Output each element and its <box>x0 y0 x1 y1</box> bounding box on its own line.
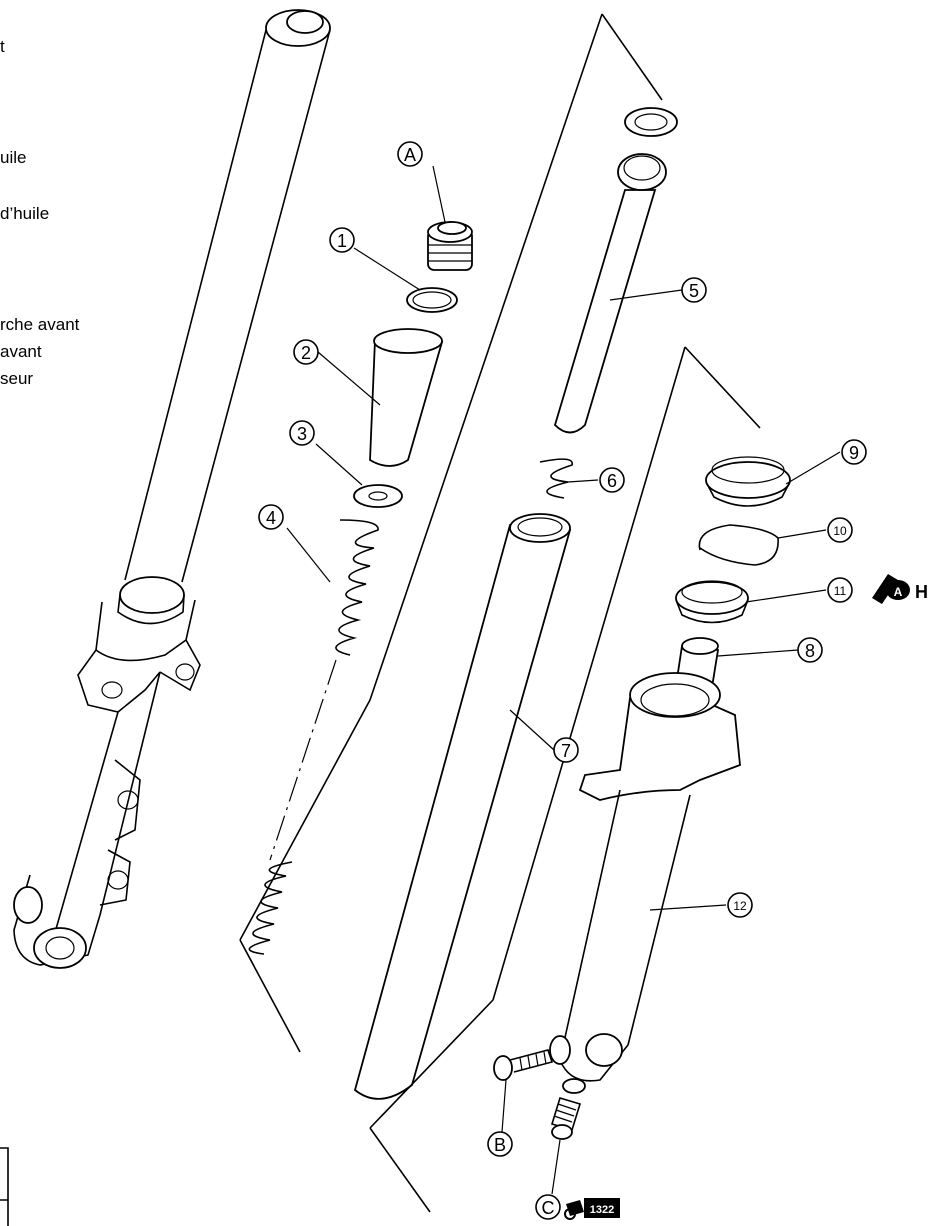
side-label-3: d’huile <box>0 204 50 223</box>
svg-text:11: 11 <box>834 584 847 598</box>
callout-7: 7 <box>553 737 579 763</box>
exploded-panel-outline <box>239 13 663 1053</box>
grease-icon-letter: A <box>894 585 903 599</box>
fork-spring <box>248 519 379 955</box>
rebound-spring <box>539 458 599 499</box>
svg-text:3: 3 <box>297 424 307 444</box>
outer-fork-tube <box>549 672 741 1082</box>
svg-text:C: C <box>542 1198 555 1218</box>
inner-fork-tube <box>353 513 572 1100</box>
side-label-6: seur <box>0 369 34 388</box>
callout-8: 8 <box>797 637 823 663</box>
svg-text:12: 12 <box>733 899 747 913</box>
copper-washer <box>562 1078 586 1094</box>
side-label-1: t <box>0 37 5 56</box>
svg-text:1: 1 <box>337 231 347 251</box>
svg-text:2: 2 <box>301 343 311 363</box>
callout-3: 3 <box>289 420 315 446</box>
svg-text:5: 5 <box>689 281 699 301</box>
assembled-fork-leg <box>13 9 331 969</box>
grease-icon-suffix: H <box>915 582 928 602</box>
callout-11: 11 <box>827 577 853 603</box>
callout-1: 1 <box>329 227 355 253</box>
table-corner <box>0 1147 9 1226</box>
side-label-5: avant <box>0 342 42 361</box>
callout-b: B <box>487 1131 513 1157</box>
svg-text:4: 4 <box>266 508 276 528</box>
svg-text:10: 10 <box>833 524 847 538</box>
callout-10: 10 <box>827 517 853 543</box>
callout-9: 9 <box>841 439 867 465</box>
callout-2: 2 <box>293 339 319 365</box>
svg-text:B: B <box>494 1135 506 1155</box>
oil-seal-clip <box>698 524 827 566</box>
threadlock-icon: 1322 <box>564 1198 620 1220</box>
drain-bolt-c <box>550 1097 582 1195</box>
side-label-4: rche avant <box>0 315 80 334</box>
svg-text:A: A <box>404 145 416 165</box>
callout-a: A <box>397 141 423 167</box>
callout-c: C <box>535 1194 561 1220</box>
damper-rod <box>553 107 683 434</box>
threadlock-icon-code: 1322 <box>590 1204 614 1216</box>
callout-6: 6 <box>599 467 625 493</box>
cap-bolt-a <box>427 165 473 271</box>
side-label-2: uile <box>0 148 27 167</box>
svg-text:6: 6 <box>607 471 617 491</box>
callout-12: 12 <box>727 892 753 918</box>
svg-text:8: 8 <box>805 641 815 661</box>
right-panel-outline <box>369 346 761 1213</box>
grease-icon: A H <box>872 574 928 604</box>
damper-rod-bolt-b <box>493 1049 554 1133</box>
svg-text:9: 9 <box>849 443 859 463</box>
oil-seal <box>675 580 827 624</box>
spacer-tube <box>317 328 444 467</box>
dust-seal <box>705 451 841 507</box>
callout-4: 4 <box>258 504 284 530</box>
spring-seat-washer <box>353 484 403 508</box>
svg-text:7: 7 <box>561 741 571 761</box>
callout-5: 5 <box>681 277 707 303</box>
